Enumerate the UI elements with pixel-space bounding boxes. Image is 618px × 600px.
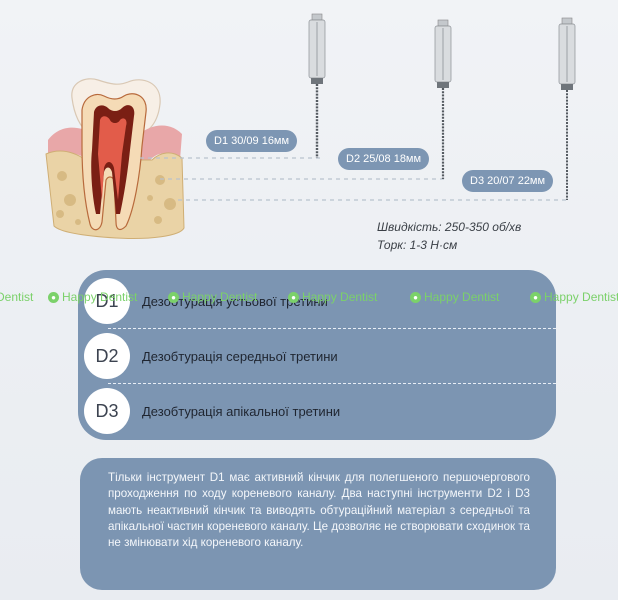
tooth-icon: ● <box>48 292 59 304</box>
illustration <box>45 13 576 239</box>
step-text-d3: Дезобтурація апікальної третини <box>142 403 341 419</box>
instrument-d1 <box>308 13 326 158</box>
step-badge-d1: D1 <box>84 278 130 324</box>
file-tag-d3: D3 20/07 22мм <box>462 170 554 192</box>
step-badge-d2: D2 <box>84 333 130 379</box>
instrument-d3 <box>558 17 576 200</box>
instrument-d2 <box>434 19 452 179</box>
info-box: Тільки інструмент D1 має активний кінчик… <box>80 458 556 590</box>
steps-panel: D1 Дезобтурація устьової третини D2 Дезо… <box>78 270 556 440</box>
watermark-fragment: Dentist <box>0 290 34 304</box>
tooth-icon <box>45 78 185 239</box>
step-row-d1: D1 Дезобтурація устьової третини <box>78 273 556 329</box>
file-tag-d1: D1 30/09 16мм <box>206 130 298 152</box>
torque-text: Торк: 1-3 Н·см <box>377 238 458 252</box>
connector-lines <box>140 157 566 201</box>
specs: Швидкість: 250-350 об/хв Торк: 1-3 Н·см <box>377 218 521 254</box>
step-text-d1: Дезобтурація устьової третини <box>142 293 328 309</box>
step-divider <box>108 328 556 329</box>
step-row-d2: D2 Дезобтурація середньої третини <box>78 328 556 384</box>
file-tag-d2: D2 25/08 18мм <box>338 148 430 170</box>
info-text: Тільки інструмент D1 має активний кінчик… <box>108 471 530 550</box>
speed-text: Швидкість: 250-350 об/хв <box>377 220 522 234</box>
step-divider <box>108 383 556 384</box>
step-text-d2: Дезобтурація середньої третини <box>142 348 338 364</box>
step-row-d3: D3 Дезобтурація апікальної третини <box>78 383 556 439</box>
step-badge-d3: D3 <box>84 388 130 434</box>
